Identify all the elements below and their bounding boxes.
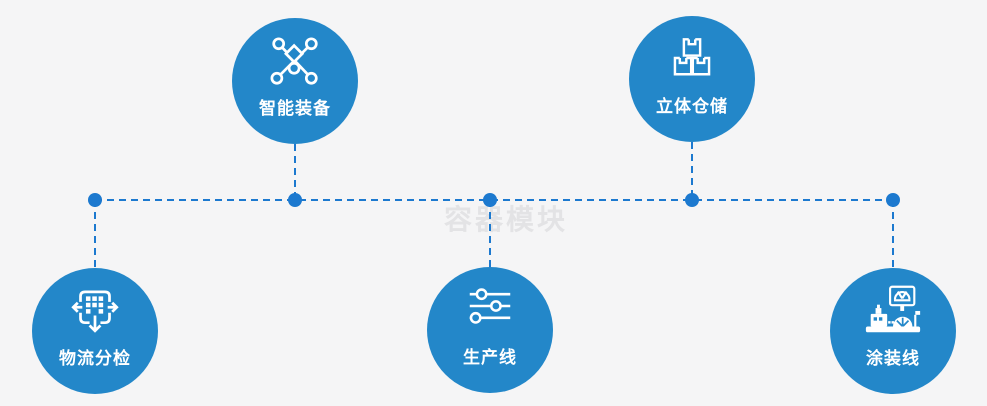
junction-dot	[886, 193, 900, 207]
watermark-text: 容器模块	[444, 204, 569, 235]
control-station-icon	[830, 282, 956, 338]
node-label: 物流分检	[59, 349, 131, 368]
node-smart-equipment: 智能装备	[232, 18, 358, 144]
junction-dot	[288, 193, 302, 207]
node-logistics: 物流分检	[32, 268, 158, 394]
node-production: 生产线	[427, 267, 553, 393]
sliders-icon	[427, 281, 553, 331]
node-painting: 涂装线	[830, 268, 956, 394]
junction-dot	[88, 193, 102, 207]
junction-dot	[483, 193, 497, 207]
junction-dot	[685, 193, 699, 207]
node-label: 立体仓储	[656, 97, 728, 116]
node-label: 生产线	[463, 348, 517, 367]
node-label: 智能装备	[259, 99, 331, 118]
network-nodes-icon	[232, 34, 358, 88]
sorting-dispatch-icon	[32, 282, 158, 338]
stacked-boxes-icon	[629, 32, 755, 84]
node-warehouse: 立体仓储	[629, 16, 755, 142]
node-label: 涂装线	[866, 349, 920, 368]
